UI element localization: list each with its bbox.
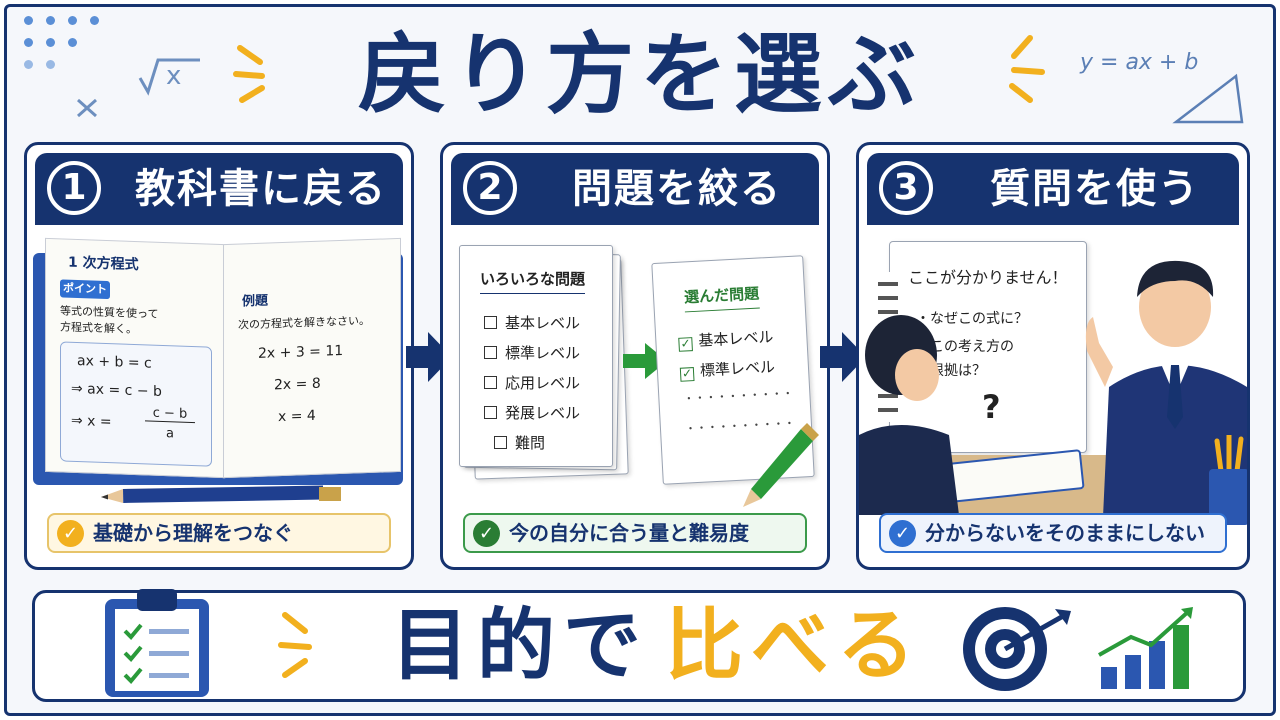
step-footer-text-3: 分からないをそのままにしない: [925, 521, 1205, 545]
book-left-page: 1 次方程式 ポイント 等式の性質を使って 方程式を解く。 ax + b = c…: [45, 237, 225, 479]
step-panel-2: 2 問題を絞る いろいろな問題 基本レベル 標準レベル 応用レベル 発展レベル …: [440, 142, 830, 570]
svg-text:x: x: [166, 61, 181, 91]
green-pencil-icon: [743, 423, 819, 507]
step-label-3: 質問を使う: [990, 166, 1200, 212]
selected-heading: 選んだ問題: [683, 282, 760, 313]
sparkle-right-icon: [1009, 35, 1045, 103]
step-number-1: 1: [47, 161, 101, 215]
problem-item-3[interactable]: 応用レベル: [484, 372, 580, 393]
note-line-2: ・この考え方の: [916, 339, 1014, 355]
sparkle-bottom-icon: [278, 612, 312, 678]
note-heading: ここが分かりません！: [908, 268, 1068, 287]
example-text: 次の方程式を解きなさい。: [238, 313, 370, 332]
step-footer-3: ✓ 分からないをそのままにしない: [879, 513, 1227, 553]
arrow-right-icon: [406, 332, 452, 382]
check-icon: ✓: [473, 520, 500, 547]
student-illustration: [859, 315, 959, 515]
step-footer-text-2: 今の自分に合う量と難易度: [509, 521, 749, 545]
step-footer-text-1: 基礎から理解をつなぐ: [93, 521, 293, 545]
step-header-1: 1 教科書に戻る: [35, 153, 403, 225]
note-line-3: 根拠は？: [930, 363, 986, 379]
target-icon: [963, 607, 1071, 691]
problems-sheet: いろいろな問題 基本レベル 標準レベル 応用レベル 発展レベル 難問: [459, 245, 613, 467]
pencil-cup-icon: [1209, 435, 1247, 525]
formula-box: ax + b = c ⇒ ax = c − b ⇒ x = c − b a: [60, 341, 212, 467]
problem-item-1[interactable]: 基本レベル: [484, 312, 580, 333]
step-number-3: 3: [879, 161, 933, 215]
problem-item-5[interactable]: 難問: [494, 432, 545, 453]
example-heading: 例題: [242, 293, 269, 310]
problems-heading: いろいろな問題: [480, 268, 586, 294]
arrow-right-icon: [820, 332, 866, 382]
placeholder-dots-1: ・・・・・・・・・・: [683, 386, 794, 406]
clipboard-icon: [105, 589, 209, 697]
step-panel-3: 3 質問を使う ここが分かりません！ ・なぜこの式に？ ・この考え方の 根拠は？…: [856, 142, 1250, 570]
eq-3-numerator: c − b: [145, 405, 195, 424]
book-right-page: 例題 次の方程式を解きなさい。 2x + 3 = 11 2x = 8 x = 4: [223, 237, 401, 479]
bottom-banner: 目的で 比べる: [32, 589, 1246, 702]
selected-item-1[interactable]: ✓基本レベル: [678, 327, 774, 352]
check-icon: ✓: [889, 520, 916, 547]
example-line-3: x = 4: [278, 407, 316, 426]
point-badge: ポイント: [60, 279, 110, 300]
sparkle-left-icon: [233, 45, 265, 103]
step-footer-2: ✓ 今の自分に合う量と難易度: [463, 513, 807, 553]
bottom-title-part-2: 比べる: [665, 601, 924, 691]
page-title: 戻り方を選ぶ: [357, 23, 922, 126]
selected-item-2[interactable]: ✓標準レベル: [679, 357, 776, 382]
example-line-2: 2x = 8: [274, 375, 321, 394]
bar-growth-icon: [1098, 607, 1193, 689]
book-heading: 1 次方程式: [68, 254, 139, 274]
eq-2: ⇒ ax = c − b: [71, 380, 162, 400]
step-label-1: 教科書に戻る: [135, 166, 387, 212]
step-header-2: 2 問題を絞る: [451, 153, 819, 225]
step-header-3: 3 質問を使う: [867, 153, 1239, 225]
step-label-2: 問題を絞る: [572, 166, 782, 212]
example-line-1: 2x + 3 = 11: [258, 342, 344, 362]
pencil-icon: [101, 485, 341, 503]
problem-item-2[interactable]: 標準レベル: [484, 342, 580, 363]
step-panel-1: 1 教科書に戻る 1 次方程式 ポイント 等式の性質を使って 方程式を解く。 a…: [24, 142, 414, 570]
bottom-title-part-1: 目的で: [391, 601, 650, 691]
question-mark: ?: [982, 388, 1001, 426]
step-footer-1: ✓ 基礎から理解をつなぐ: [47, 513, 391, 553]
step-number-2: 2: [463, 161, 517, 215]
eq-3-denominator: a: [166, 426, 174, 442]
triangle-icon: [1172, 73, 1244, 124]
point-text: 等式の性質を使って 方程式を解く。: [60, 304, 159, 337]
eq-3-prefix: ⇒ x =: [71, 412, 112, 431]
math-doodle-left: x: [77, 58, 200, 118]
note-line-1: ・なぜこの式に？: [916, 311, 1028, 327]
problem-item-4[interactable]: 発展レベル: [484, 402, 580, 423]
formula-decoration: y = ax + b: [1080, 50, 1199, 75]
eq-1: ax + b = c: [77, 352, 152, 372]
check-icon: ✓: [57, 520, 84, 547]
